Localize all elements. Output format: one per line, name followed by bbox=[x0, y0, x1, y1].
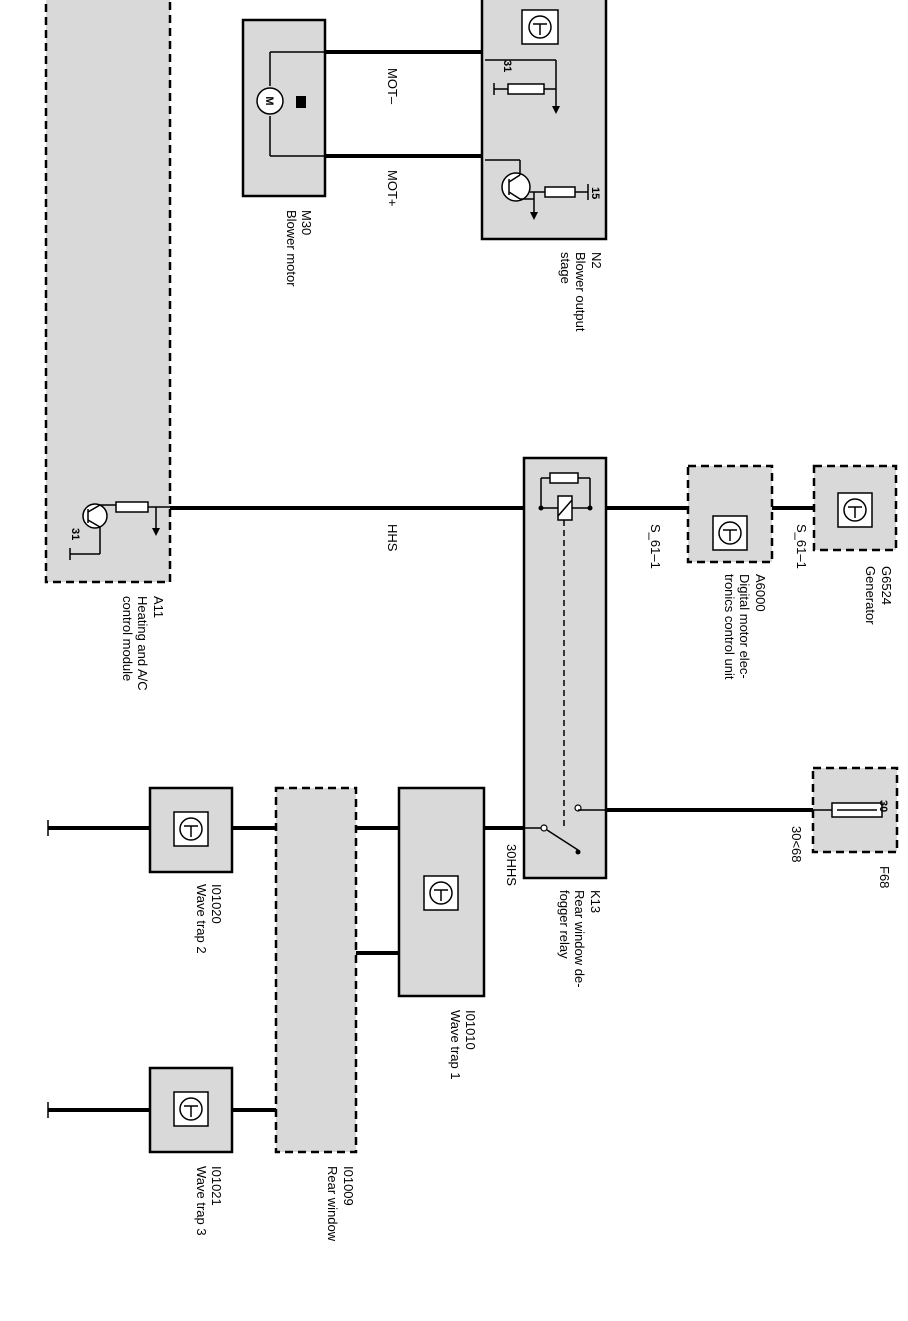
f68-fuse: 30 30<68 F68 bbox=[789, 766, 899, 888]
k13-id-label: K13 bbox=[588, 890, 603, 913]
a6000-name-line1: Digital motor elec- bbox=[737, 574, 752, 679]
f68-id-label: F68 bbox=[877, 866, 892, 888]
i01021-name-label: Wave trap 3 bbox=[194, 1166, 209, 1236]
n2-id-label: N2 bbox=[589, 252, 604, 269]
a11-id-label: A11 bbox=[151, 596, 166, 618]
m30-blower-motor: M M30 Blower motor bbox=[241, 18, 327, 287]
motor-icon bbox=[256, 87, 284, 115]
a6000-dme: A6000 Digital motor elec- tronics contro… bbox=[686, 464, 774, 680]
i01009-id-label: I01009 bbox=[341, 1166, 356, 1206]
k13-name-line2: fogger relay bbox=[557, 890, 572, 959]
i01020-wave-trap-2: I01020 Wave trap 2 bbox=[148, 786, 234, 954]
transistor-icon bbox=[82, 503, 108, 529]
k13-relay: K13 Rear window de- fogger relay bbox=[522, 456, 608, 988]
resistor-icon bbox=[115, 501, 149, 513]
signal-hhs: HHS bbox=[385, 524, 400, 552]
k13-name-line1: Rear window de- bbox=[572, 890, 587, 988]
f68-rating-label: 30<68 bbox=[789, 826, 804, 863]
signal-mot-plus: MOT+ bbox=[385, 170, 400, 206]
signal-labels: MOT– MOT+ HHS S_61–1 S_61–1 30HHS bbox=[385, 68, 809, 886]
n2-pin-top-label: 31 bbox=[501, 60, 513, 72]
a11-module: 31 A11 Heating and A/C control module bbox=[44, 0, 172, 691]
i01020-id-label: I01020 bbox=[209, 884, 224, 924]
f68-pin-label: 30 bbox=[877, 800, 889, 812]
resistor-icon bbox=[507, 83, 545, 95]
i01009-name-label: Rear window bbox=[325, 1166, 340, 1242]
i01009-rear-window: I01009 Rear window bbox=[274, 786, 358, 1242]
signal-s61-right: S_61–1 bbox=[794, 524, 809, 569]
wires bbox=[47, 50, 814, 1118]
i01021-wave-trap-3: I01021 Wave trap 3 bbox=[148, 1066, 234, 1236]
n2-name-line1: Blower output bbox=[573, 252, 588, 332]
signal-s61-left: S_61–1 bbox=[648, 524, 663, 569]
i01010-wave-trap-1: I01010 Wave trap 1 bbox=[397, 786, 486, 1080]
signal-mot-minus: MOT– bbox=[385, 68, 400, 105]
motor-terminal-icon bbox=[296, 96, 306, 108]
a11-name-line1: Heating and A/C bbox=[135, 596, 150, 691]
motor-letter: M bbox=[263, 96, 275, 105]
resistor-icon bbox=[544, 186, 576, 198]
m30-name-label: Blower motor bbox=[284, 210, 299, 287]
m30-id-label: M30 bbox=[299, 210, 314, 235]
g6524-id-label: G6524 bbox=[879, 566, 894, 605]
g6524-generator: G6524 Generator bbox=[812, 464, 898, 625]
i01020-name-label: Wave trap 2 bbox=[194, 884, 209, 954]
i01010-id-label: I01010 bbox=[463, 1010, 478, 1050]
i01021-id-label: I01021 bbox=[209, 1166, 224, 1206]
n2-pin-bottom-label: 15 bbox=[589, 187, 601, 199]
i01010-name-label: Wave trap 1 bbox=[448, 1010, 463, 1080]
a11-pin-label: 31 bbox=[69, 528, 81, 540]
n2-name-line2: stage bbox=[558, 252, 573, 284]
a6000-name-line2: tronics control unit bbox=[722, 574, 737, 680]
signal-30hhs: 30HHS bbox=[504, 844, 519, 886]
a11-name-line2: control module bbox=[120, 596, 135, 681]
n2-blower-output-stage: 31 15 N2 Blower output stage bbox=[480, 0, 608, 332]
g6524-name-label: Generator bbox=[863, 566, 878, 625]
a6000-id-label: A6000 bbox=[753, 574, 768, 612]
